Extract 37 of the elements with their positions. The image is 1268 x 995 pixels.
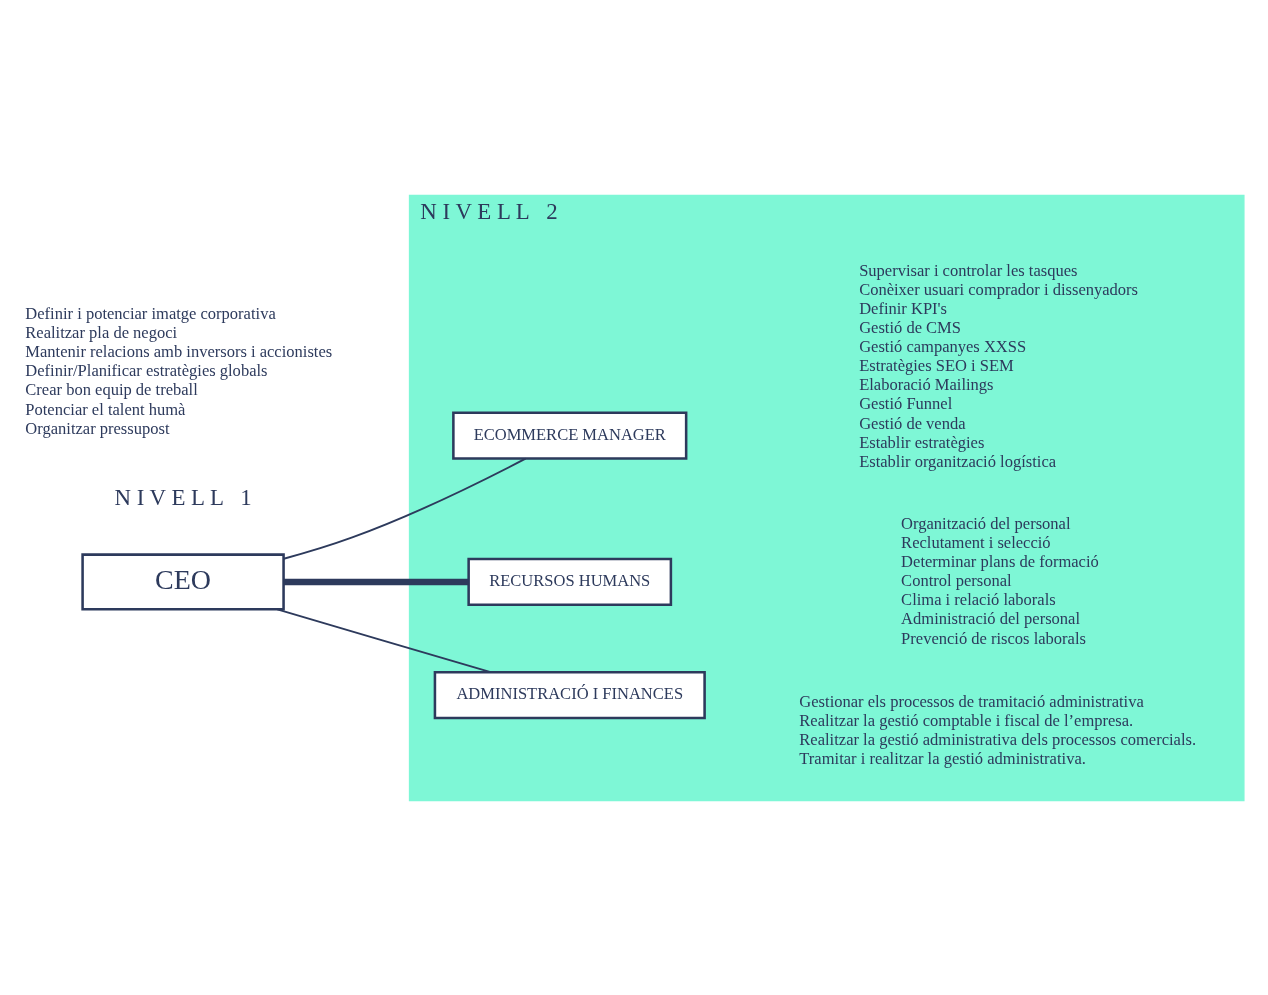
node-label: Potenciar el talent humà (25, 399, 186, 419)
node-label: Gestió campanyes XXSS (859, 336, 1027, 356)
node-label: Supervisar i controlar les tasques (859, 260, 1078, 280)
node-box: ECOMMERCE MANAGER (452, 411, 688, 460)
node-label: Realitzar la gestió comptable i fiscal de l’empresa. (799, 710, 1134, 730)
node-box: ADMINISTRACIÓ I FINANCES (433, 670, 706, 719)
connector (282, 457, 527, 560)
node-label: Reclutament i selecció (901, 532, 1051, 552)
node-label: Control personal (901, 570, 1012, 590)
node-label: Gestió de venda (859, 413, 966, 433)
node-label: Estratègies SEO i SEM (859, 355, 1014, 375)
node-label: Gestió Funnel (859, 393, 953, 413)
node-label: Crear bon equip de treball (25, 379, 198, 399)
label: N I V E L L 1 (114, 484, 252, 510)
node-label: Realitzar la gestió administrativa dels processos comercials. (799, 729, 1197, 749)
node-label: Conèixer usuari comprador i dissenyadors (859, 279, 1139, 299)
node-label: Organització del personal (901, 513, 1071, 533)
node-label: Administració del personal (901, 608, 1080, 628)
node-label: Definir/Planificar estratègies globals (25, 360, 268, 380)
node-label: Mantenir relacions amb inversors i accionistes (25, 341, 333, 361)
node-box: RECURSOS HUMANS (467, 557, 673, 606)
node-label: Elaboració Mailings (859, 374, 994, 394)
node-label: Prevenció de riscos laborals (901, 628, 1086, 648)
node-label: Establir estratègies (859, 432, 985, 452)
connector (283, 578, 469, 585)
node-label: Establir organització logística (859, 451, 1057, 471)
node-label: Gestionar els processos de tramitació administrativa (799, 691, 1144, 711)
node-label: Realitzar pla de negoci (25, 322, 178, 342)
connector (276, 607, 492, 673)
node-label: Clima i relació laborals (901, 589, 1056, 609)
node-label: Tramitar i realitzar la gestió administrativa. (799, 748, 1086, 768)
node-label: Gestió de CMS (859, 317, 961, 337)
node-box: CEO (81, 552, 285, 611)
node-label: Determinar plans de formació (901, 551, 1099, 571)
node-label: Organitzar pressupost (25, 418, 170, 438)
node-label: Definir i potenciar imatge corporativa (25, 303, 276, 323)
node-label: Definir KPI's (859, 298, 947, 318)
